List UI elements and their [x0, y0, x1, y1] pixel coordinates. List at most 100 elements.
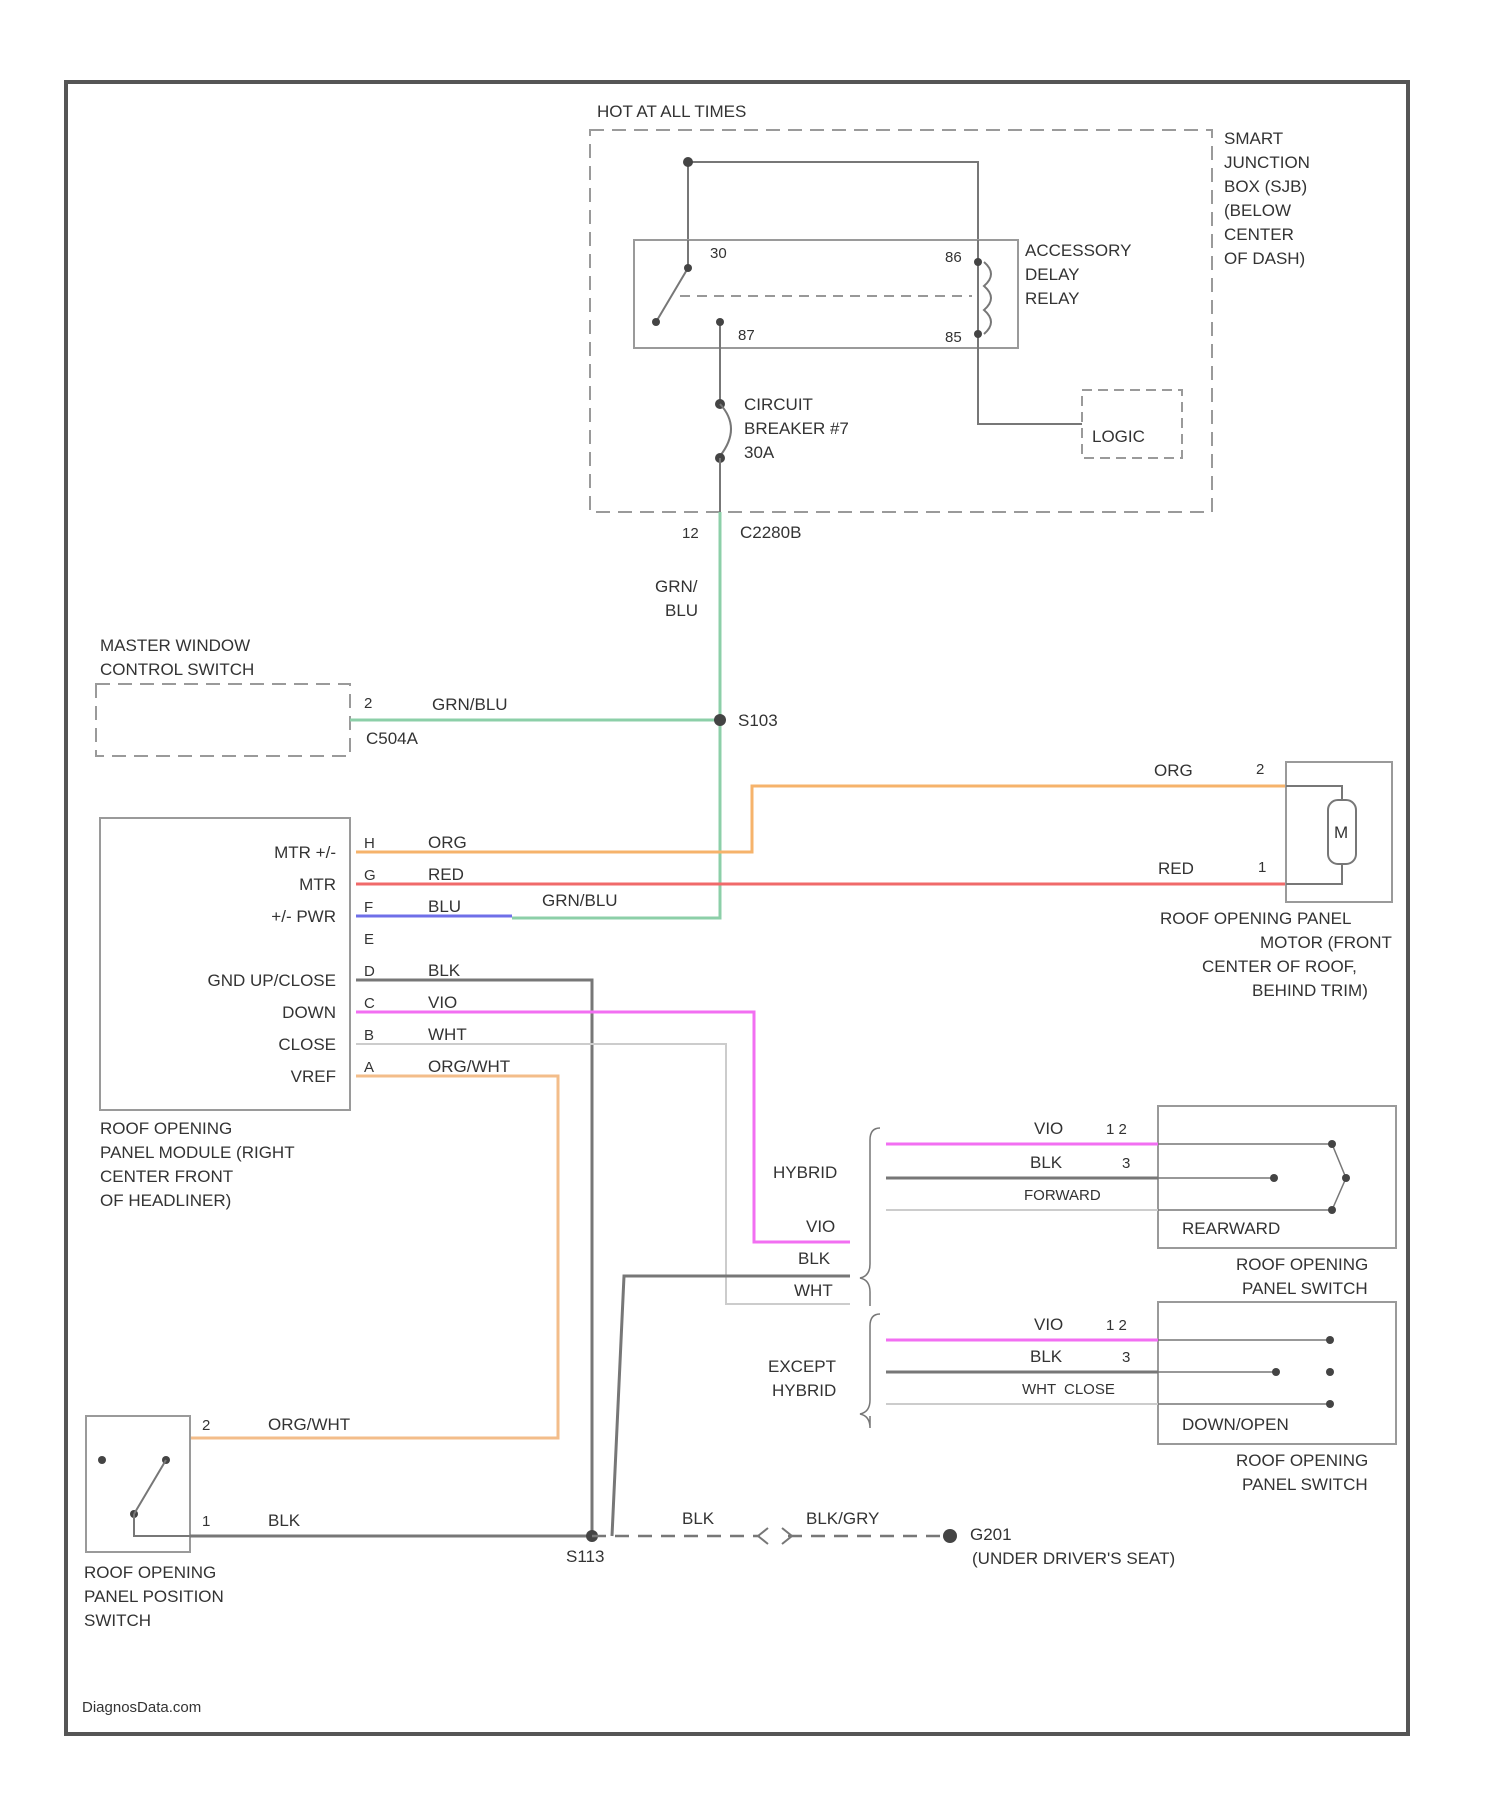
- grn-blu-label-1: GRN/: [655, 577, 698, 596]
- pos-wire-blk: BLK: [268, 1511, 301, 1530]
- wire-vio-down: [356, 1012, 850, 1242]
- module-pin-name: MTR: [299, 875, 336, 894]
- sw2-name-2: PANEL SWITCH: [1242, 1475, 1368, 1494]
- pos-label-3: SWITCH: [84, 1611, 151, 1630]
- module-pin-wire: BLK: [428, 961, 461, 980]
- module-pin-wire: VIO: [428, 993, 457, 1012]
- module-pin-name: MTR +/-: [274, 843, 336, 862]
- sjb-label-5: CENTER: [1224, 225, 1294, 244]
- sw2-row2-pin: 3: [1122, 1349, 1130, 1366]
- relay-pin-86: 86: [945, 249, 962, 266]
- module-pin-id: G: [364, 867, 376, 884]
- hybrid-label: HYBRID: [773, 1163, 837, 1182]
- watermark: DiagnosData.com: [82, 1699, 201, 1716]
- motor-wire-org-label: ORG: [1154, 761, 1193, 780]
- relay-label-3: RELAY: [1025, 289, 1080, 308]
- module-pin-name: VREF: [291, 1067, 336, 1086]
- pos-pin-2: 2: [202, 1417, 210, 1434]
- bus-wht-label: WHT: [794, 1281, 833, 1300]
- sw1-row2-pin: 3: [1122, 1155, 1130, 1172]
- splice-s103: [714, 714, 726, 726]
- relay-label-1: ACCESSORY: [1025, 241, 1131, 260]
- grn-blu-label-2: BLU: [665, 601, 698, 620]
- sw2-row1-pin: 1 2: [1106, 1317, 1127, 1334]
- sw2-row3-wire: CLOSE: [1064, 1381, 1115, 1398]
- master-pin-2: 2: [364, 695, 372, 712]
- circuit-breaker-7: CIRCUIT BREAKER #7 30A: [715, 395, 849, 463]
- hybrid-bracket: [860, 1128, 880, 1306]
- module-pin-wire: ORG: [428, 833, 467, 852]
- module-pin-name: DOWN: [282, 1003, 336, 1022]
- except-hybrid-bracket: [860, 1314, 880, 1428]
- pos-pin-1: 1: [202, 1513, 210, 1530]
- relay-label-2: DELAY: [1025, 265, 1080, 284]
- sw2-row1-wire: VIO: [1034, 1315, 1063, 1334]
- module-pin-name: CLOSE: [278, 1035, 336, 1054]
- sw2-name-1: ROOF OPENING: [1236, 1451, 1368, 1470]
- roof-opening-panel-position-switch: 2 ORG/WHT 1 BLK ROOF OPENING PANEL POSIT…: [84, 1415, 350, 1630]
- except-hybrid-label-2: HYBRID: [772, 1381, 836, 1400]
- module-pin-wire: BLU: [428, 897, 461, 916]
- wire-grn-blu-main: [512, 512, 720, 918]
- motor-label-1: ROOF OPENING PANEL: [1160, 909, 1351, 928]
- pos-label-2: PANEL POSITION: [84, 1587, 224, 1606]
- sw2-down-open-label: DOWN/OPEN: [1182, 1415, 1289, 1434]
- sw1-row3-wire: FORWARD: [1024, 1187, 1101, 1204]
- motor-symbol: M: [1334, 823, 1348, 842]
- gnd-blk-label: BLK: [682, 1509, 715, 1528]
- splice-s103-label: S103: [738, 711, 778, 730]
- breaker-label-1: CIRCUIT: [744, 395, 813, 414]
- relay-pin-85: 85: [945, 329, 962, 346]
- roof-opening-panel-switch-except-hybrid: VIO 1 2 BLK 3 WHT CLOSE DOWN/OPEN ROOF O…: [886, 1302, 1396, 1494]
- relay-pin-30: 30: [710, 245, 727, 262]
- pos-wire-org-wht: ORG/WHT: [268, 1415, 350, 1434]
- sjb-label-6: OF DASH): [1224, 249, 1305, 268]
- sjb-label-2: JUNCTION: [1224, 153, 1310, 172]
- master-connector-label: C504A: [366, 729, 419, 748]
- hot-at-all-times-label: HOT AT ALL TIMES: [597, 102, 746, 121]
- motor-wire-red-label: RED: [1158, 859, 1194, 878]
- master-window-control-switch: MASTER WINDOW CONTROL SWITCH 2 GRN/BLU C…: [96, 636, 508, 756]
- master-label-2: CONTROL SWITCH: [100, 660, 254, 679]
- except-hybrid-label-1: EXCEPT: [768, 1357, 836, 1376]
- sjb-pin-12: 12: [682, 525, 699, 542]
- module-pin-id: C: [364, 995, 375, 1012]
- diagram-frame: [66, 82, 1408, 1734]
- module-label-2: PANEL MODULE (RIGHT: [100, 1143, 295, 1162]
- breaker-label-3: 30A: [744, 443, 775, 462]
- sw1-row2-wire: BLK: [1030, 1153, 1063, 1172]
- module-label-1: ROOF OPENING: [100, 1119, 232, 1138]
- motor-pin-1: 1: [1258, 859, 1266, 876]
- sw1-row1-pin: 1 2: [1106, 1121, 1127, 1138]
- module-pin-wire: ORG/WHT: [428, 1057, 510, 1076]
- motor-label-2: MOTOR (FRONT: [1260, 933, 1392, 952]
- wire-blk-bus: [612, 1276, 850, 1536]
- logic-block: LOGIC: [1082, 390, 1182, 458]
- ground-connector: [758, 1528, 792, 1544]
- module-grn-blu-label: GRN/BLU: [542, 891, 618, 910]
- sw1-name-2: PANEL SWITCH: [1242, 1279, 1368, 1298]
- splice-s113-label: S113: [566, 1547, 604, 1566]
- module-pin-id: F: [364, 899, 373, 916]
- motor-pin-2: 2: [1256, 761, 1264, 778]
- sw1-name-1: ROOF OPENING: [1236, 1255, 1368, 1274]
- master-wire-label: GRN/BLU: [432, 695, 508, 714]
- smart-junction-box: HOT AT ALL TIMES SMART JUNCTION BOX (SJB…: [590, 102, 1310, 542]
- ground-g201: [943, 1529, 957, 1543]
- module-pin-id: E: [364, 931, 374, 948]
- module-label-4: OF HEADLINER): [100, 1191, 231, 1210]
- module-pin-id: B: [364, 1027, 374, 1044]
- ground-id-label: G201: [970, 1525, 1012, 1544]
- bus-blk-label: BLK: [798, 1249, 831, 1268]
- module-pin-id: D: [364, 963, 375, 980]
- wire-org-wht-vref: [190, 1076, 558, 1438]
- sjb-label-4: (BELOW: [1224, 201, 1291, 220]
- master-label-1: MASTER WINDOW: [100, 636, 250, 655]
- module-pin-wire: RED: [428, 865, 464, 884]
- sw1-rearward-label: REARWARD: [1182, 1219, 1280, 1238]
- logic-label: LOGIC: [1092, 427, 1145, 446]
- breaker-label-2: BREAKER #7: [744, 419, 849, 438]
- accessory-delay-relay: ACCESSORY DELAY RELAY 30 86 87 85: [634, 240, 1131, 348]
